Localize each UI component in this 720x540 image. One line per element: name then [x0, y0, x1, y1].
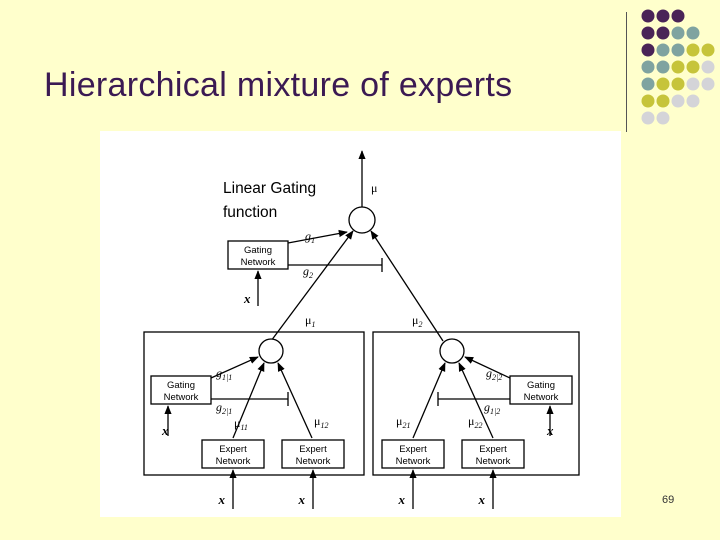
left-gating-line-g11 [210, 356, 259, 379]
expert-11-x-label: x [218, 492, 226, 507]
dot [641, 77, 655, 91]
g2-label: g2 [303, 264, 313, 280]
dot [671, 9, 685, 23]
dot [701, 60, 715, 74]
expert-network-12 [281, 439, 345, 469]
mu11-label: μ11 [234, 416, 248, 432]
dot [656, 111, 670, 125]
page-number: 69 [662, 494, 675, 506]
gating-line-g1 [287, 229, 348, 244]
dot [686, 94, 700, 108]
expert-11-label-1: Expert [219, 444, 247, 455]
left-gating-label-2: Network [164, 392, 199, 403]
dot [701, 43, 715, 57]
mu2-label: μ2 [412, 313, 422, 329]
dot [686, 77, 700, 91]
right-gating-line-g22 [464, 356, 511, 379]
g21-label: g2|1 [216, 400, 232, 416]
mu12-label: μ12 [314, 414, 328, 430]
expert-22-x-label: x [478, 492, 486, 507]
mu12-link [277, 362, 313, 439]
dot [641, 94, 655, 108]
dot [656, 60, 670, 74]
dot [656, 26, 670, 40]
top-gating-label-2: Network [241, 257, 276, 268]
mu1-label: μ1 [305, 313, 315, 329]
mu11-link [232, 362, 265, 439]
dot [686, 43, 700, 57]
dot [656, 9, 670, 23]
title-divider [626, 12, 627, 132]
dot [671, 77, 685, 91]
dot [641, 9, 655, 23]
expert-12-label-1: Expert [299, 444, 327, 455]
expert-12-x-label: x [298, 492, 306, 507]
expert-22-label-2: Network [476, 456, 511, 467]
mu22-link [458, 362, 494, 439]
expert-21-x-label: x [398, 492, 406, 507]
dot [641, 26, 655, 40]
dot [671, 26, 685, 40]
right-sub-box [372, 331, 580, 476]
dot [671, 43, 685, 57]
dot [656, 94, 670, 108]
right-gating-network [509, 375, 573, 405]
expert-12-label-2: Network [296, 456, 331, 467]
mu1-link [270, 230, 354, 342]
dot [701, 77, 715, 91]
dot [656, 77, 670, 91]
top-node [348, 206, 376, 234]
expert-network-22 [461, 439, 525, 469]
dot [671, 94, 685, 108]
right-gating-label-2: Network [524, 392, 559, 403]
left-x-label: x [161, 423, 169, 438]
left-gating-network [150, 375, 212, 405]
top-gating-network [227, 240, 289, 270]
g11-label: g1|1 [216, 366, 232, 382]
expert-21-label-1: Expert [399, 444, 427, 455]
dot [641, 111, 655, 125]
top-x-label: x [243, 291, 251, 306]
left-gating-label-1: Gating [167, 380, 195, 391]
dot [671, 60, 685, 74]
mu2-link [370, 230, 444, 342]
dot [686, 26, 700, 40]
g1-label: g1 [305, 229, 315, 245]
dot [686, 60, 700, 74]
right-x-label: x [546, 423, 554, 438]
right-node [439, 338, 465, 364]
slide-title: Hierarchical mixture of experts [44, 66, 513, 104]
expert-network-11 [201, 439, 265, 469]
annotation-line-1: Linear Gating [223, 180, 316, 197]
expert-21-label-2: Network [396, 456, 431, 467]
g22-label: g2|2 [486, 366, 502, 382]
mu21-label: μ21 [396, 414, 410, 430]
dot [641, 43, 655, 57]
mu21-link [412, 362, 446, 439]
dot [641, 60, 655, 74]
hme-diagram: Linear Gating function μ Gating Network … [100, 131, 621, 517]
dot [656, 43, 670, 57]
mu-output-label: μ [371, 181, 377, 195]
expert-22-label-1: Expert [479, 444, 507, 455]
annotation-line-2: function [223, 204, 277, 221]
decorative-dot-grid [641, 9, 715, 125]
hme-diagram-svg: Linear Gating function μ Gating Network … [143, 150, 580, 509]
expert-11-label-2: Network [216, 456, 251, 467]
top-gating-label-1: Gating [244, 245, 272, 256]
left-sub-box [143, 331, 365, 476]
left-node [258, 338, 284, 364]
right-gating-label-1: Gating [527, 380, 555, 391]
expert-network-21 [381, 439, 445, 469]
mu22-label: μ22 [468, 414, 482, 430]
g12-label: g1|2 [484, 400, 500, 416]
